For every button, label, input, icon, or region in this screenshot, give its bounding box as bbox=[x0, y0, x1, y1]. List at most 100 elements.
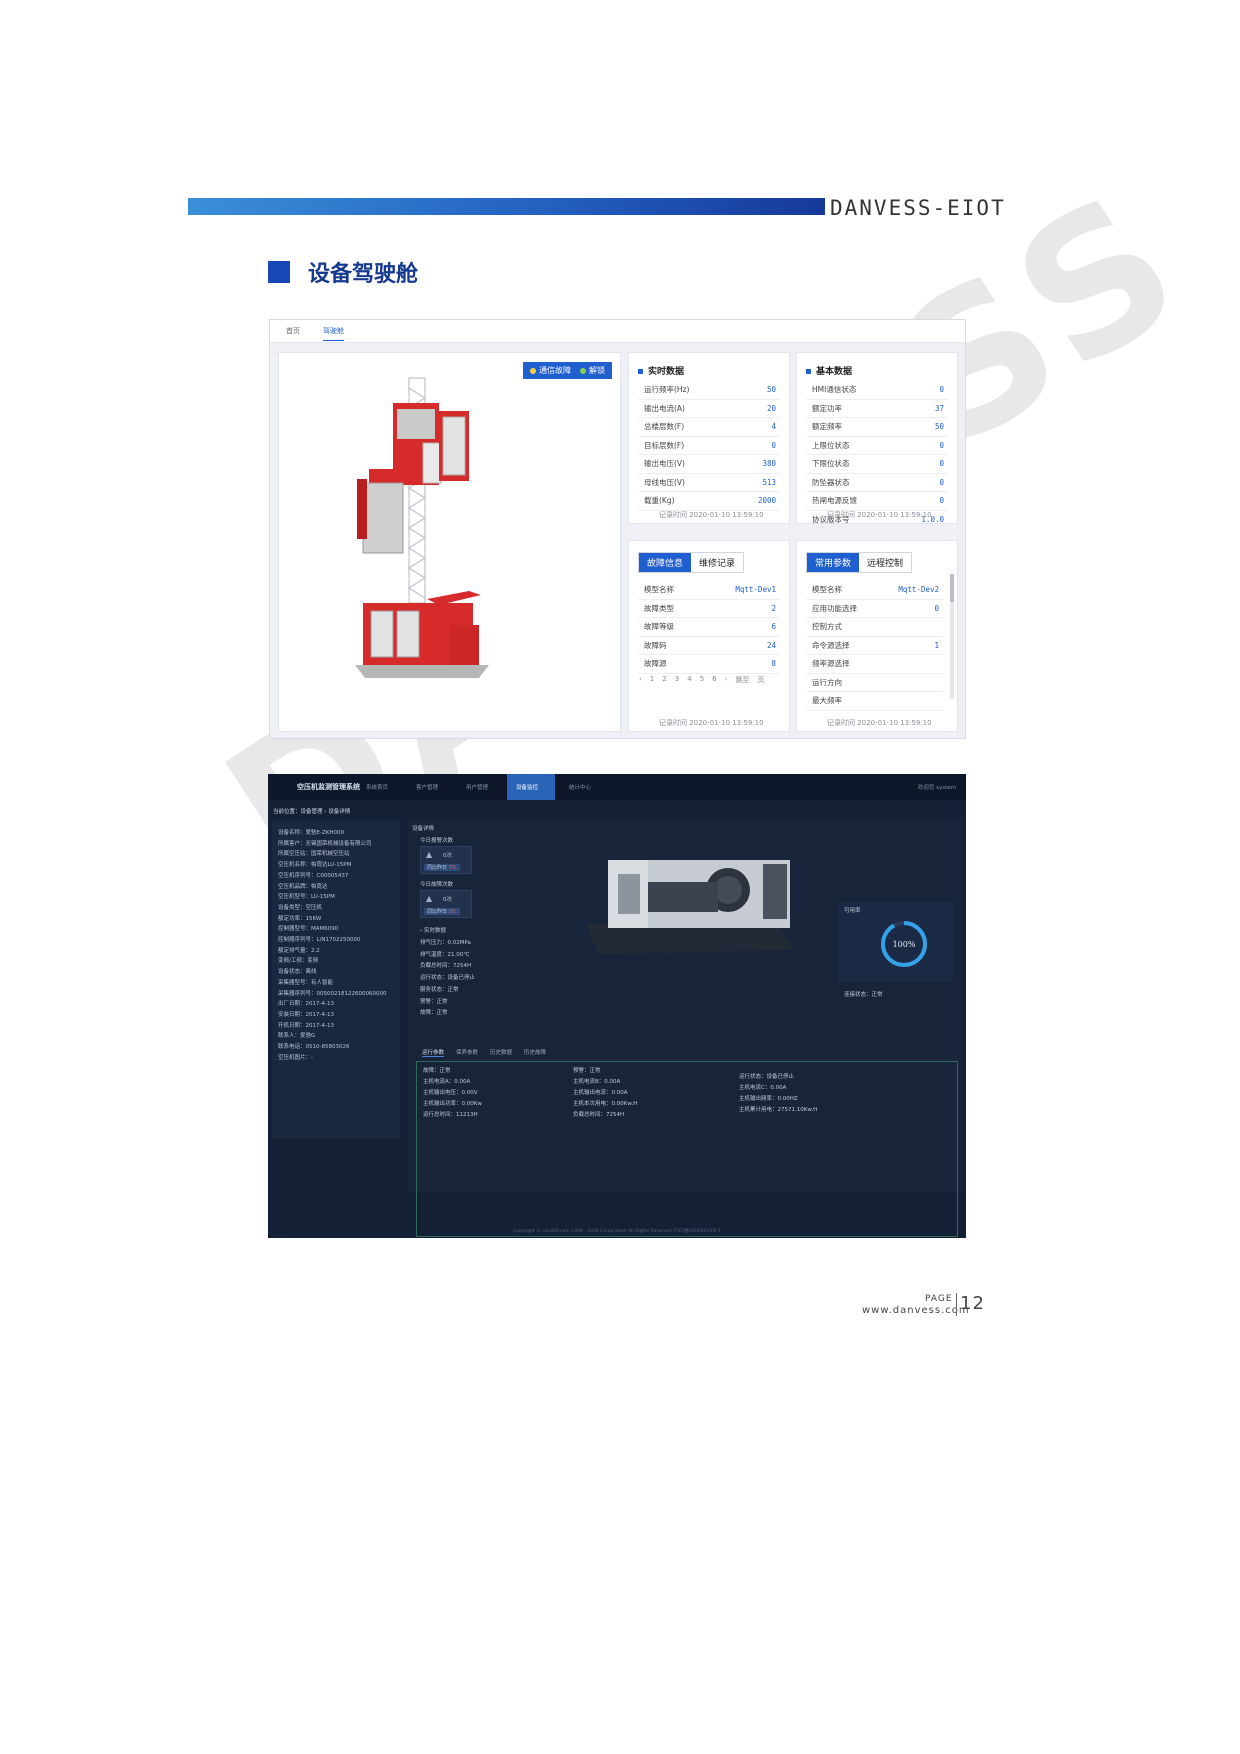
info-row: 空压机型号：LU-15PM bbox=[278, 894, 335, 901]
info-row: 所属空压站：国荣机械空压站 bbox=[278, 851, 350, 858]
record-time: 记录时间 2020-01-10 13:59:10 bbox=[827, 511, 932, 519]
list-item: 主机输出频率：0.00HZ bbox=[739, 1096, 798, 1102]
fault-tabs: 故障信息 维修记录 bbox=[638, 552, 745, 573]
tab-remote-control[interactable]: 远程控制 bbox=[867, 559, 904, 569]
list-item: 运行状态：设备已停止 bbox=[420, 975, 476, 982]
usage-rate-card: 可用率 100% bbox=[838, 902, 953, 982]
prev-page-icon[interactable]: ‹ bbox=[639, 675, 642, 683]
fault-today-label: 今日故障次数 bbox=[420, 882, 454, 888]
list-item: 运行频率(Hz)50 bbox=[638, 381, 780, 400]
list-item: 母线电压(V)513 bbox=[638, 474, 780, 492]
page-link[interactable]: 3 bbox=[674, 675, 680, 683]
params-tabs: 常用参数 远程控制 bbox=[806, 552, 913, 573]
page-link[interactable]: 5 bbox=[699, 675, 705, 683]
user-greeting[interactable]: 欢迎您 system bbox=[917, 785, 956, 791]
info-row: 空压机名称：帕霓达LU-15PM bbox=[278, 862, 352, 869]
realtime-data-title[interactable]: › 实时数据 bbox=[420, 928, 446, 934]
page-link[interactable]: 2 bbox=[662, 675, 667, 683]
info-row: 控制器序列号：L/N1702250000 bbox=[278, 937, 361, 944]
list-item: 输出电流(A)20 bbox=[638, 400, 780, 418]
list-item: 最大频率 bbox=[806, 692, 943, 711]
params-scrollbar[interactable] bbox=[950, 574, 954, 699]
usage-rate-title: 可用率 bbox=[844, 908, 861, 914]
realtime-data-card: 实时数据 运行频率(Hz)50 输出电流(A)20 总楼层数(F)4 目标层数(… bbox=[628, 352, 790, 524]
run-params-col-2: 预警：正常 主机电流B：0.00A 主机输出电流：0.00A 主机本次用电：0.… bbox=[573, 1066, 637, 1121]
info-row: 变频/工频：变频 bbox=[278, 958, 319, 965]
page-unit-label: 页 bbox=[757, 676, 765, 684]
pagination: ‹ 1 2 3 4 5 6 › 跳至 页 bbox=[639, 675, 764, 685]
website-url: www.danvess.com bbox=[862, 1305, 970, 1316]
page-link[interactable]: 6 bbox=[712, 675, 717, 683]
tab-cockpit[interactable]: 驾驶舱 bbox=[323, 326, 344, 341]
tab-fault-info[interactable]: 故障信息 bbox=[639, 553, 692, 572]
nav-customers[interactable]: 客户管理 bbox=[416, 785, 439, 791]
info-row: 所属客户：无锡国荣机械设备有限公司 bbox=[278, 840, 372, 847]
list-item: 载重(Kg)2000 bbox=[638, 492, 780, 511]
list-item: 运行总时间：11213H bbox=[423, 1112, 478, 1118]
realtime-list: 运行频率(Hz)50 输出电流(A)20 总楼层数(F)4 目标层数(F)0 输… bbox=[638, 381, 780, 511]
page-number: 12 bbox=[960, 1293, 985, 1314]
connection-status: 连接状态：正常 bbox=[844, 992, 883, 998]
info-row: 采集器型号：有人智能 bbox=[278, 979, 334, 986]
fault-today-card: ▲ 0次 同比昨日 0% bbox=[420, 890, 472, 918]
nav-statistics[interactable]: 统计中心 bbox=[569, 785, 592, 791]
list-item: 排气压力：0.02MPa bbox=[420, 940, 471, 946]
info-row: 控制器型号：MAM6090 bbox=[278, 926, 339, 933]
cockpit-tab-bar: 首页 驾驶舱 bbox=[270, 320, 965, 343]
device-info-list: 设备名称：爱驰E-ZKH000 所属客户：无锡国荣机械设备有限公司 所属空压站：… bbox=[272, 820, 400, 1063]
list-item: 主机本次用电：0.00Kw.H bbox=[573, 1101, 638, 1107]
list-item: 频率源选择 bbox=[806, 655, 943, 674]
list-item: 主机输出电流：0.00A bbox=[573, 1090, 628, 1096]
tab-history-data[interactable]: 历史数据 bbox=[490, 1050, 513, 1056]
nav-home[interactable]: 系统首页 bbox=[366, 785, 389, 791]
nav-device-monitor[interactable]: 设备监控 bbox=[516, 785, 539, 791]
tab-maintenance-params[interactable]: 保养参数 bbox=[456, 1050, 479, 1056]
tab-repair-log[interactable]: 维修记录 bbox=[699, 559, 736, 569]
info-row: 采集器序列号：00500218122600060000 bbox=[278, 990, 387, 997]
section-title: 设备驾驶舱 bbox=[308, 262, 419, 287]
page-link[interactable]: 1 bbox=[649, 675, 655, 683]
tab-run-params[interactable]: 运行参数 bbox=[422, 1050, 445, 1057]
warning-icon: ▲ bbox=[426, 894, 433, 903]
usage-rate-value: 100% bbox=[893, 940, 916, 949]
realtime-data-list: 排气压力：0.02MPa 排气温度：21.00℃ 负载总时间：7254H 运行状… bbox=[420, 938, 475, 1020]
run-params-col-1: 故障：正常 主机电流A：0.00A 主机输出电压：0.00V 主机输出功率：0.… bbox=[423, 1066, 482, 1121]
list-item: 负载总时间：7254H bbox=[420, 963, 472, 970]
list-item: 主机累计用电：27571.10Kw.H bbox=[739, 1107, 818, 1113]
nav-users[interactable]: 用户管理 bbox=[466, 785, 489, 791]
copyright-footer: Copyright © cdv360.com 1998 - 2018 Corpo… bbox=[512, 1229, 722, 1234]
info-row: 空压机品牌：帕霓达 bbox=[278, 883, 328, 890]
header-band bbox=[188, 198, 825, 215]
list-item: 主机输出电压：0.00V bbox=[423, 1090, 478, 1096]
page-link[interactable]: 4 bbox=[687, 675, 692, 683]
list-item: 负载总时间：7254H bbox=[573, 1112, 625, 1118]
list-item: 服务状态：正常 bbox=[420, 986, 459, 993]
usage-ring-gauge: 100% bbox=[881, 921, 927, 967]
alarm-ratio: 同比昨日 0% bbox=[424, 864, 460, 871]
tab-history-faults[interactable]: 历史故障 bbox=[524, 1050, 547, 1056]
list-item: 运行方向 bbox=[806, 674, 943, 692]
record-time: 记录时间 2020-01-10 13:59:10 bbox=[827, 719, 932, 727]
tab-common-params[interactable]: 常用参数 bbox=[807, 553, 860, 572]
info-row: 空压机图片：- bbox=[278, 1054, 313, 1061]
goto-page-label[interactable]: 跳至 bbox=[735, 676, 750, 684]
record-time: 记录时间 2020-01-10 13:59:10 bbox=[659, 719, 764, 727]
info-row: 开机日期：2017-4-13 bbox=[278, 1022, 334, 1029]
tab-home[interactable]: 首页 bbox=[286, 327, 300, 335]
info-row: 出厂日期：2017-4-13 bbox=[278, 1001, 334, 1008]
next-page-icon[interactable]: › bbox=[724, 675, 728, 683]
